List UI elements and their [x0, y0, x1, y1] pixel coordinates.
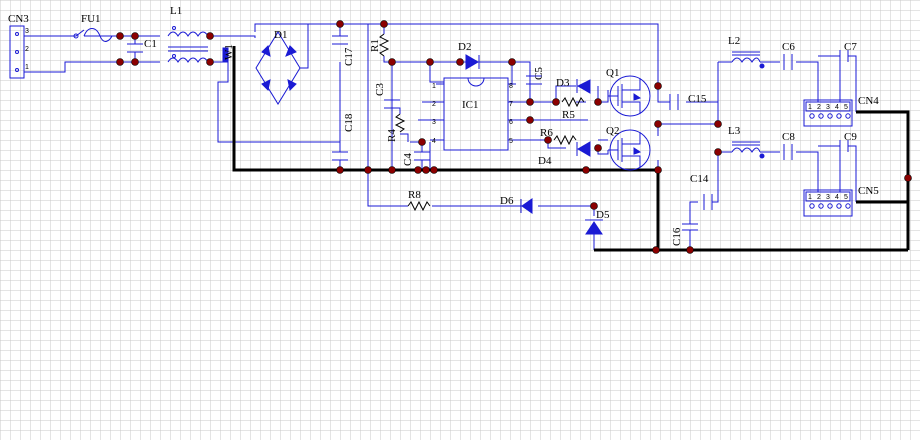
l1-label: L1: [170, 5, 182, 17]
cn5-pin-5: 5: [844, 194, 848, 201]
r1-label: R1: [369, 39, 381, 52]
ic1-pin-2: 2: [432, 101, 436, 108]
cn5-pin-3: 3: [826, 194, 830, 201]
c18-capacitor: C18: [332, 113, 355, 161]
ic1-pin-6: 6: [509, 119, 513, 126]
cn4-pin-4: 4: [835, 104, 839, 111]
r8-label: R8: [408, 189, 421, 201]
c3-label: C3: [374, 83, 386, 96]
q2-label: Q2: [606, 125, 619, 137]
cn4-pin-5: 5: [844, 104, 848, 111]
r6-label: R6: [540, 127, 553, 139]
c18-label: C18: [343, 113, 355, 132]
c17-capacitor: C17: [332, 35, 355, 66]
cn3-label: CN3: [8, 13, 29, 25]
d6-diode: D6: [500, 195, 533, 214]
cn3-pin-3: 3: [25, 28, 29, 35]
d3-diode: D3: [556, 77, 591, 94]
w1-component: W1: [222, 44, 235, 63]
c16-label: C16: [671, 227, 683, 246]
ic1-pin-3: 3: [432, 119, 436, 126]
d6-label: D6: [500, 195, 514, 207]
r4-resistor: R4: [386, 113, 406, 142]
r5-label: R5: [562, 109, 575, 121]
cn4-connector: 1 2 3 4 5 CN4: [803, 95, 879, 127]
cn4-pin-1: 1: [808, 104, 812, 111]
c14-label: C14: [690, 173, 709, 185]
cn5-pin-4: 4: [835, 194, 839, 201]
d5-diode: D5: [585, 209, 610, 235]
cn5-pin-2: 2: [817, 194, 821, 201]
cn5-pin-1: 1: [808, 194, 812, 201]
d1-bridge-rectifier: D1: [255, 29, 301, 105]
d5-label: D5: [596, 209, 610, 221]
d2-label: D2: [458, 41, 471, 53]
ic1-pin-7: 7: [509, 101, 513, 108]
c17-label: C17: [343, 47, 355, 66]
q1-label: Q1: [606, 67, 619, 79]
c3-capacitor: C3: [374, 83, 400, 109]
c1-capacitor: C1: [127, 38, 157, 53]
d2-diode: D2: [458, 41, 480, 70]
cn5-label: CN5: [858, 185, 879, 197]
c1-label: C1: [144, 38, 157, 50]
q1-mosfet: Q1: [606, 67, 651, 117]
c7-label: C7: [844, 41, 857, 53]
c6-label: C6: [782, 41, 795, 53]
ic1-pin-1: 1: [432, 83, 436, 90]
fu1-fuse: FU1: [73, 13, 113, 42]
r1-resistor: R1: [369, 33, 390, 57]
cn4-pin-2: 2: [817, 104, 821, 111]
r4-label: R4: [386, 129, 398, 142]
d1-label: D1: [274, 29, 287, 41]
d4-label: D4: [538, 155, 552, 167]
ic1-label: IC1: [462, 99, 479, 111]
ic1-chip: 1 2 3 4 8 7 6 5 IC1: [432, 77, 516, 151]
c5-label: C5: [533, 67, 545, 80]
ic1-pin-4: 4: [432, 138, 436, 145]
cn4-label: CN4: [858, 95, 879, 107]
c9-capacitor: C9: [832, 131, 857, 192]
ic1-pin-8: 8: [509, 83, 513, 90]
l1-choke: L1: [167, 5, 209, 63]
l3-label: L3: [728, 125, 741, 137]
ground-rails: [232, 46, 910, 252]
l3-inductor: L3: [728, 125, 765, 159]
junction-nodes: [116, 20, 912, 254]
c15-capacitor: C15: [669, 93, 707, 110]
c7-capacitor: C7: [832, 41, 857, 102]
r6-resistor: R6: [540, 127, 577, 146]
c16-capacitor: C16: [671, 223, 698, 246]
c4-label: C4: [402, 153, 414, 166]
cn4-pin-3: 3: [826, 104, 830, 111]
d3-label: D3: [556, 77, 570, 89]
c9-label: C9: [844, 131, 857, 143]
cn3-connector: 3 2 1 CN3: [8, 13, 29, 79]
c8-label: C8: [782, 131, 795, 143]
c14-capacitor: C14: [690, 173, 713, 210]
w1-label: W1: [223, 44, 235, 60]
cn3-pin-1: 1: [25, 64, 29, 71]
c5-capacitor: C5: [526, 67, 545, 85]
l2-inductor: L2: [728, 35, 765, 69]
c6-capacitor: C6: [782, 41, 795, 70]
c8-capacitor: C8: [782, 131, 795, 160]
r5-resistor: R5: [561, 96, 585, 121]
cn5-connector: 1 2 3 4 5 CN5: [803, 185, 879, 217]
c15-label: C15: [688, 93, 707, 105]
cn3-pin-2: 2: [25, 46, 29, 53]
l2-label: L2: [728, 35, 740, 47]
q2-mosfet: Q2: [606, 125, 651, 171]
ic1-pin-5: 5: [509, 138, 513, 145]
c4-capacitor: C4: [402, 151, 430, 166]
fu1-label: FU1: [81, 13, 101, 25]
r8-resistor: R8: [407, 189, 431, 212]
d4-diode: D4: [538, 141, 591, 167]
